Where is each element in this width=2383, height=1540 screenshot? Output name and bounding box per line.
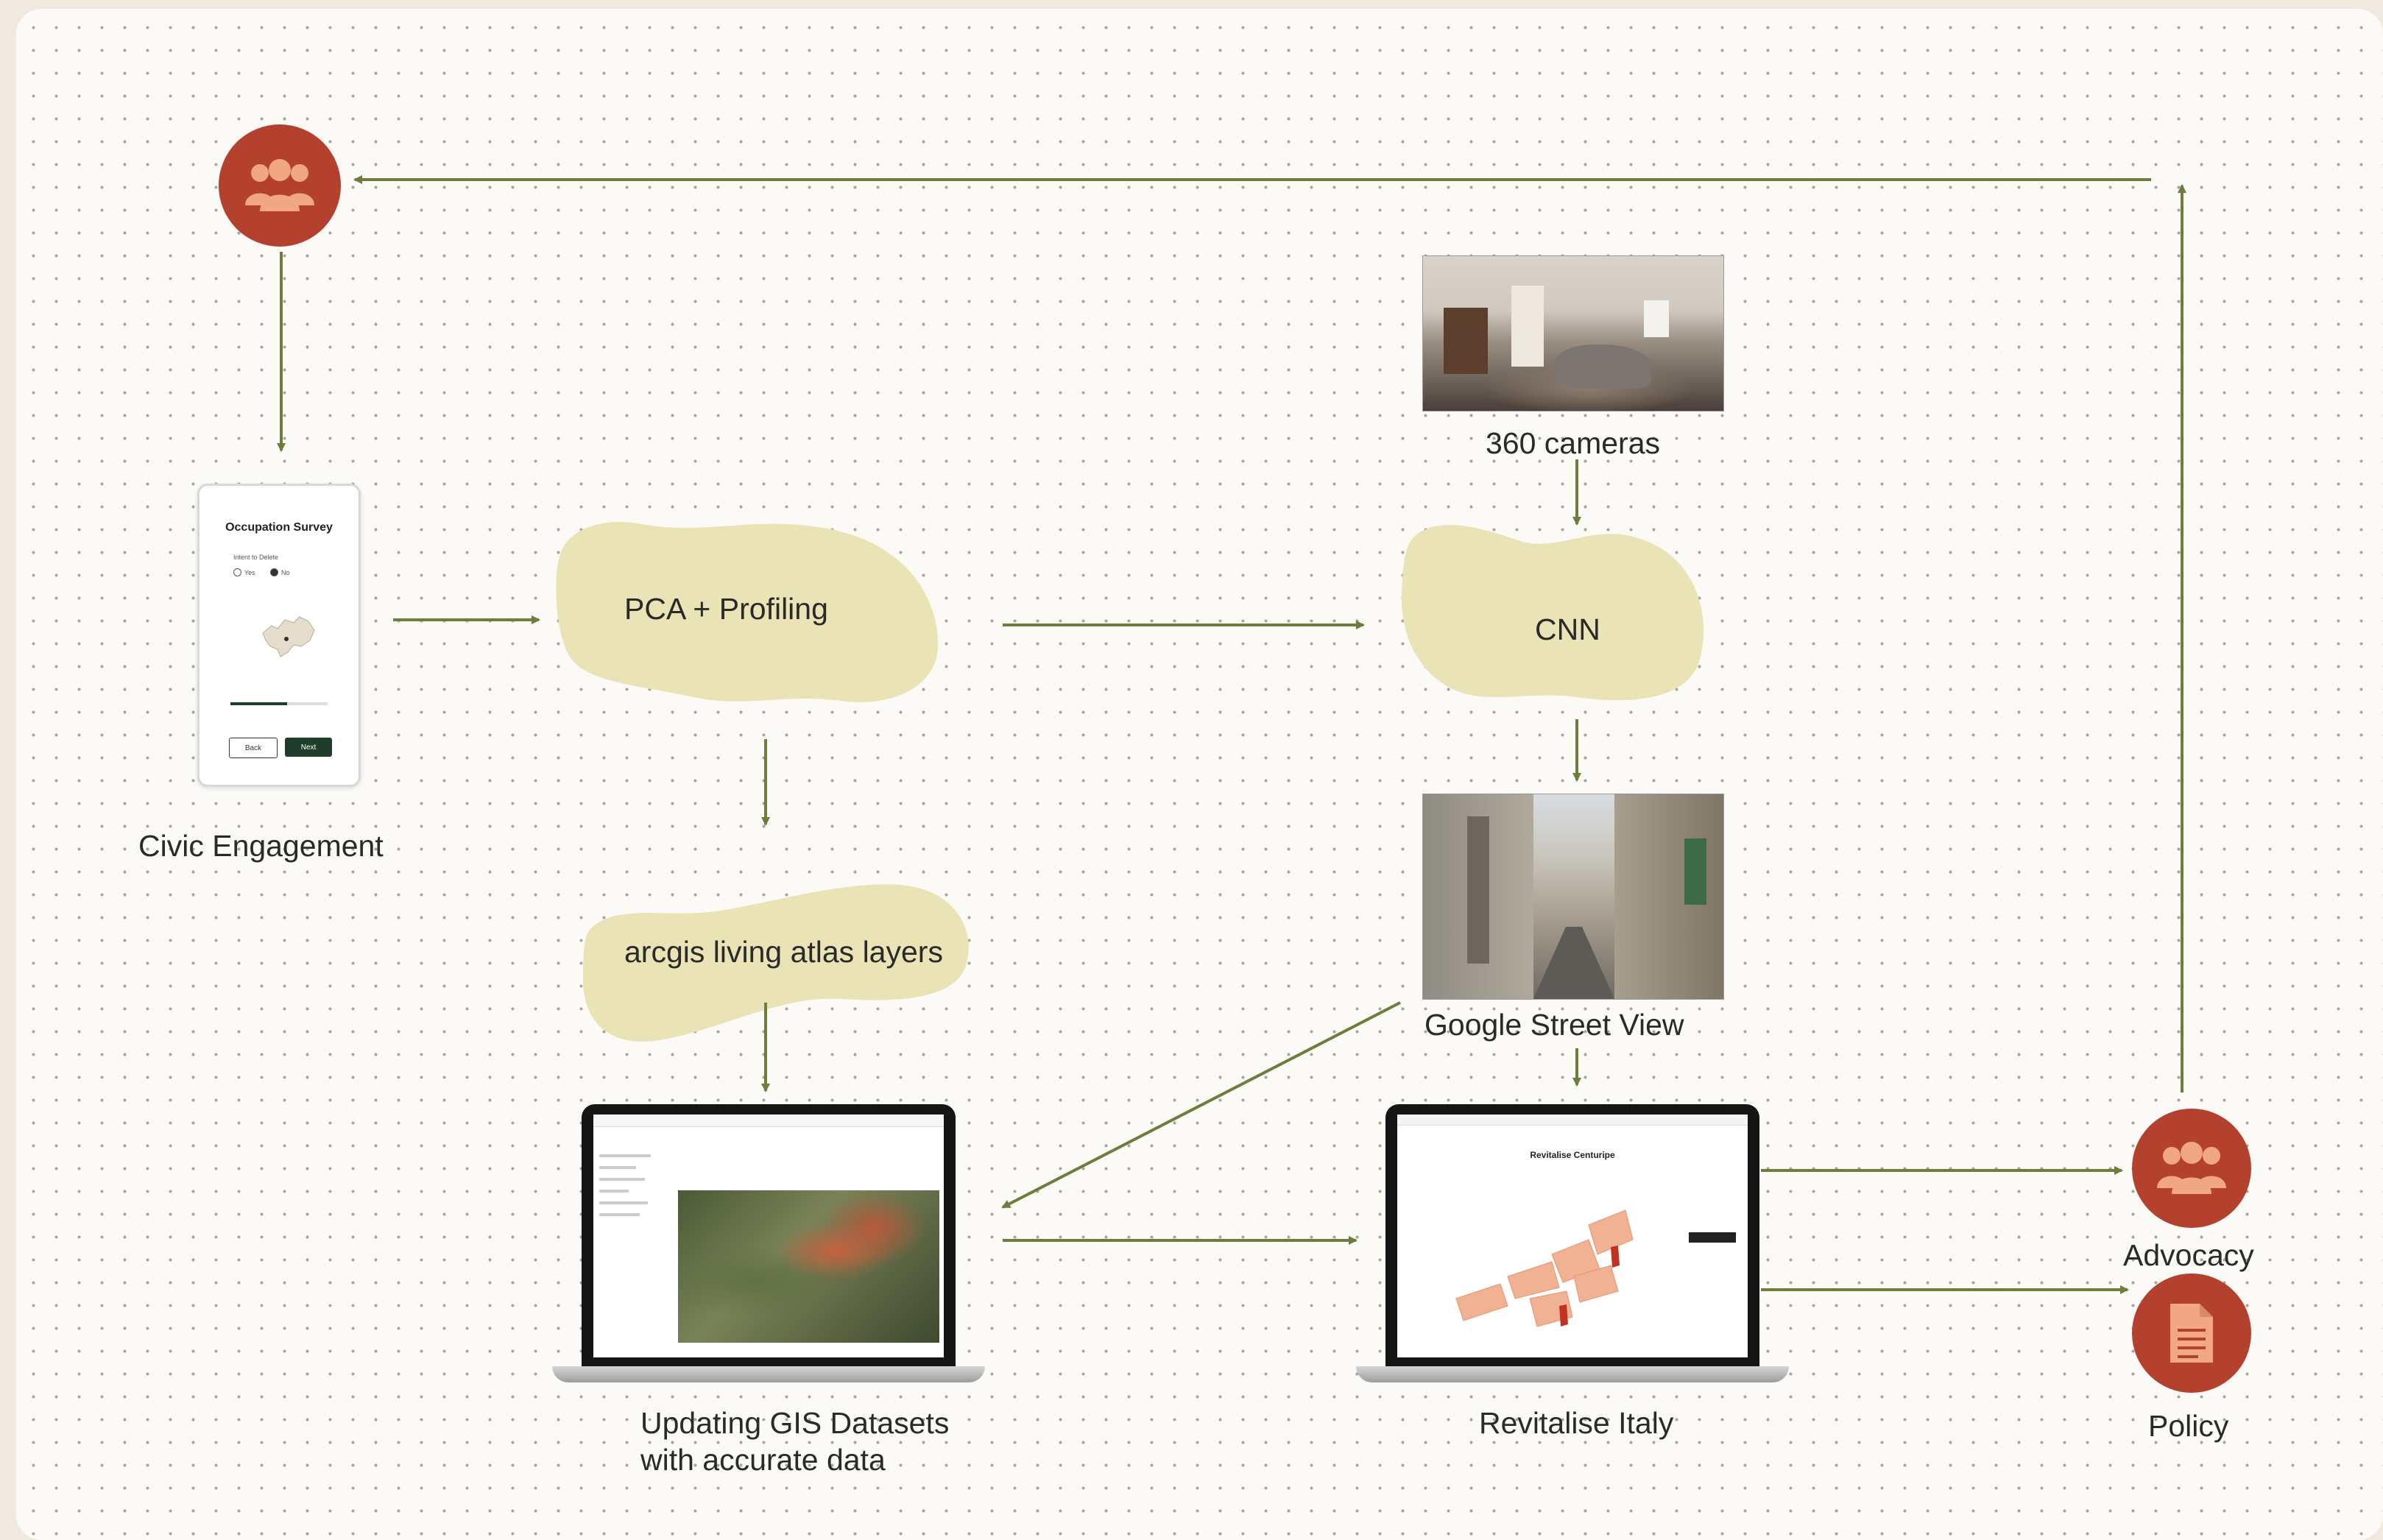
map-silhouette-icon [262, 616, 315, 657]
back-button[interactable]: Back [229, 738, 278, 758]
survey-progress-track [230, 702, 328, 705]
pca-profiling-label: PCA + Profiling [624, 592, 828, 626]
radio-yes-icon [233, 568, 241, 576]
parcel-map [1455, 1209, 1634, 1327]
blob-pca [556, 521, 939, 702]
people-group-icon [219, 124, 341, 247]
radio-no-icon [270, 568, 278, 576]
survey-progress-fill [230, 702, 287, 705]
revitalise-italy-label: Revitalise Italy [1479, 1406, 1674, 1440]
satellite-map [678, 1190, 939, 1343]
policy-label: Policy [2148, 1409, 2229, 1443]
advocacy-label: Advocacy [2123, 1238, 2254, 1272]
document-icon [2132, 1274, 2251, 1393]
360-camera-photo [1422, 255, 1724, 412]
revitalise-laptop-screen: Revitalise Centuripe [1397, 1115, 1748, 1357]
blob-cnn [1401, 524, 1704, 701]
blob-atlas [583, 884, 969, 1042]
radio-no-label: No [281, 568, 290, 576]
radio-yes[interactable]: Yes [233, 568, 255, 576]
360-cameras-label: 360 cameras [1486, 426, 1661, 460]
survey-phone-mockup: Occupation Survey Intent to Delete Yes N… [197, 484, 361, 787]
arcgis-atlas-label: arcgis living atlas layers [624, 935, 943, 969]
civic-engagement-label: Civic Engagement [138, 829, 384, 863]
gis-label-line2: with accurate data [640, 1443, 886, 1477]
survey-title: Occupation Survey [225, 521, 333, 534]
radio-yes-label: Yes [244, 568, 255, 576]
cnn-label: CNN [1535, 612, 1600, 646]
gis-laptop-screen [593, 1115, 944, 1357]
people-group-icon [2132, 1109, 2251, 1228]
revitalise-screen-button [1689, 1232, 1736, 1243]
diagram-canvas: Occupation Survey Intent to Delete Yes N… [16, 9, 2383, 1540]
connector-layer [277, 175, 2186, 1294]
google-street-view-label: Google Street View [1424, 1008, 1684, 1042]
street-view-photo [1422, 794, 1724, 1000]
edge-streetview-to-gis [1001, 1001, 1401, 1209]
gis-label-line1: Updating GIS Datasets [640, 1406, 950, 1440]
next-button[interactable]: Next [285, 738, 332, 757]
revitalise-screen-title: Revitalise Centuripe [1530, 1150, 1615, 1160]
radio-no[interactable]: No [270, 568, 290, 576]
survey-question: Intent to Delete [233, 554, 279, 561]
